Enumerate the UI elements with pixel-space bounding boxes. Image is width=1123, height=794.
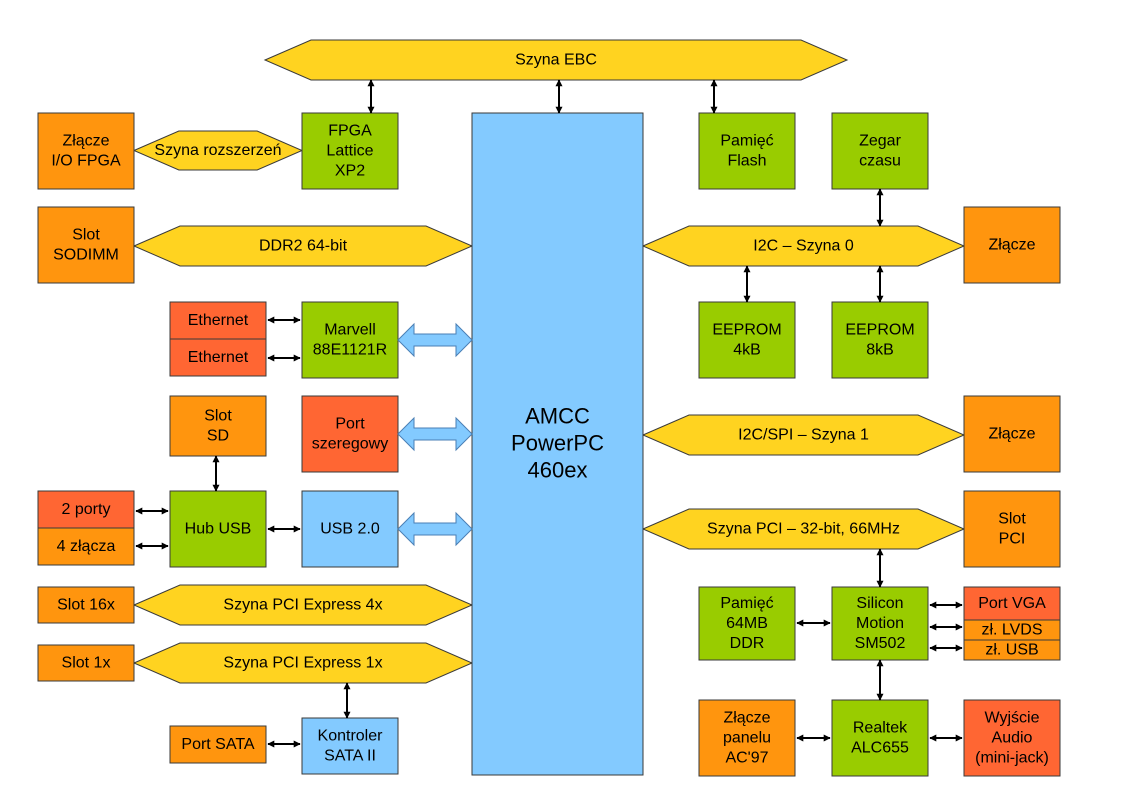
pcie-16x-slot-label: Slot 16x [57, 597, 115, 614]
fat-arrow-usb20-cpu [397, 511, 473, 547]
usb-4-connectors-label: 4 złącza [57, 538, 116, 555]
usb-4-connectors: 4 złącza [37, 527, 135, 566]
ethernet-port-1-label: Ethernet [188, 312, 249, 329]
usb20-controller-block: USB 2.0 [301, 490, 399, 568]
pcie-16x-slot: Slot 16x [37, 586, 135, 624]
i2c-spi1-bus: I2C/SPI – Szyna 1 [641, 414, 966, 456]
i2c0-bus: I2C – Szyna 0 [641, 225, 966, 267]
ethernet-port-2-label: Ethernet [188, 349, 249, 366]
ebc-bus-label: Szyna EBC [515, 52, 597, 69]
pcie1x-bus-label: Szyna PCI Express 1x [223, 655, 382, 672]
i2c0-bus-label: I2C – Szyna 0 [753, 238, 854, 255]
i2c0-connector: Złącze [963, 206, 1061, 284]
usb-connector-label: zł. USB [985, 642, 1038, 659]
usb-hub-block: Hub USB [169, 490, 267, 568]
expansion-bus-label: Szyna rozszerzeń [154, 142, 281, 159]
i2c1-connector-label: Złącze [988, 426, 1035, 443]
usb-connector: zł. USB [963, 639, 1061, 661]
ddr2-bus: DDR2 64-bit [132, 225, 474, 267]
vga-port: Port VGA [963, 586, 1061, 621]
fat-arrow-serial-cpu [397, 416, 473, 452]
sata-port: Port SATA [169, 725, 267, 764]
pcie-1x-slot-label: Slot 1x [62, 655, 111, 672]
pcie-1x-slot: Slot 1x [37, 644, 135, 682]
ebc-bus: Szyna EBC [263, 39, 849, 81]
i2c0-connector-label: Złącze [988, 237, 1035, 254]
lvds-connector-label: zł. LVDS [981, 622, 1042, 639]
ethernet-port-1: Ethernet [169, 301, 267, 340]
i2c-spi1-bus-label: I2C/SPI – Szyna 1 [738, 427, 869, 444]
usb20-controller-block-label: USB 2.0 [320, 521, 380, 538]
i2c1-connector: Złącze [963, 395, 1061, 473]
usb-2-ports: 2 porty [37, 490, 135, 529]
ddr2-bus-label: DDR2 64-bit [259, 238, 348, 255]
usb-2-ports-label: 2 porty [62, 501, 111, 518]
pcie4x-bus: Szyna PCI Express 4x [132, 584, 474, 626]
lvds-connector: zł. LVDS [963, 619, 1061, 641]
fat-arrow-marvell-cpu [397, 322, 473, 358]
ethernet-port-2: Ethernet [169, 338, 267, 377]
expansion-bus: Szyna rozszerzeń [132, 130, 304, 171]
sata-port-label: Port SATA [181, 736, 255, 753]
pci-bus: Szyna PCI – 32-bit, 66MHz [641, 508, 966, 550]
pcie1x-bus: Szyna PCI Express 1x [132, 642, 474, 684]
usb-hub-block-label: Hub USB [185, 521, 252, 538]
pcie4x-bus-label: Szyna PCI Express 4x [223, 597, 382, 614]
vga-port-label: Port VGA [978, 595, 1046, 612]
pci-bus-label: Szyna PCI – 32-bit, 66MHz [707, 521, 900, 538]
